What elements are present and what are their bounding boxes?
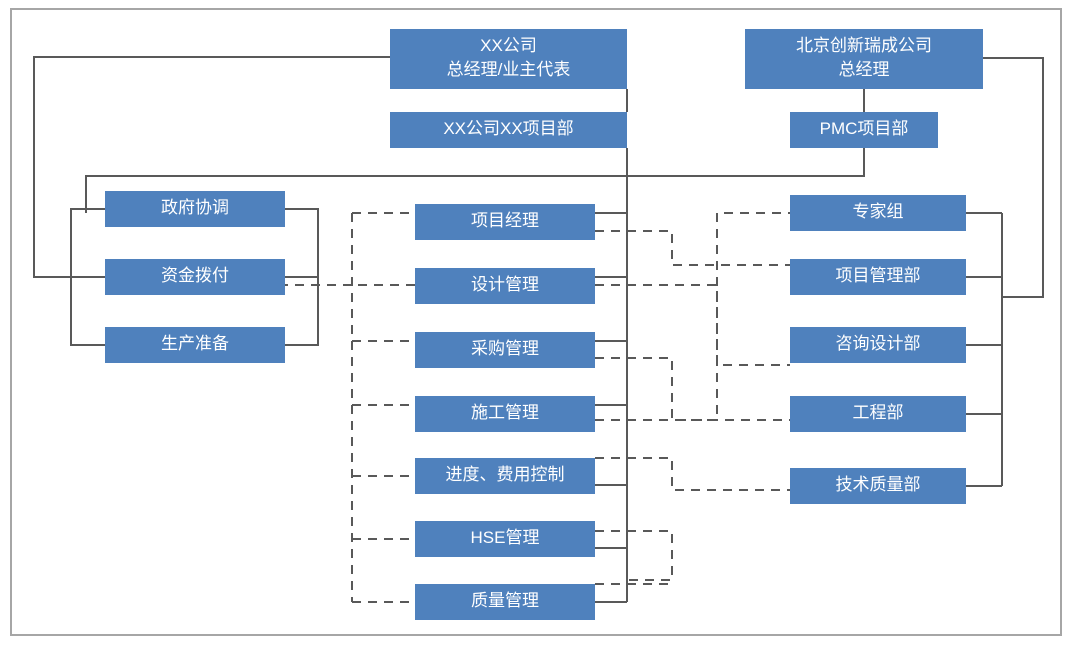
- node-box-tech-quality-dept: [790, 468, 966, 504]
- connector-dashed-11: [595, 357, 790, 421]
- node-label-gov-coordination: 政府协调: [161, 198, 229, 217]
- node-label-owner-project-dept: XX公司XX项目部: [443, 119, 573, 138]
- node-label-pmc-gm: 北京创新瑞成公司总经理: [796, 36, 932, 79]
- node-project-manager[interactable]: 项目经理: [415, 204, 595, 240]
- node-label-tech-quality-dept: 技术质量部: [836, 475, 921, 494]
- node-box-construction-management: [415, 396, 595, 432]
- node-label-line: 工程部: [853, 403, 904, 422]
- node-label-consulting-design-dept: 咨询设计部: [836, 334, 921, 353]
- node-engineering-dept[interactable]: 工程部: [790, 396, 966, 432]
- node-gov-coordination[interactable]: 政府协调: [105, 191, 285, 227]
- node-construction-management[interactable]: 施工管理: [415, 396, 595, 432]
- node-label-line: HSE管理: [471, 528, 540, 547]
- node-box-gov-coordination: [105, 191, 285, 227]
- node-label-line: 北京创新瑞成公司: [796, 36, 932, 55]
- node-label-project-manager: 项目经理: [471, 211, 539, 230]
- node-label-line: XX公司XX项目部: [443, 119, 573, 138]
- node-box-design-management: [415, 268, 595, 304]
- node-procurement-management[interactable]: 采购管理: [415, 332, 595, 368]
- connector-solid-5: [33, 56, 390, 278]
- node-label-line: XX公司: [480, 36, 537, 55]
- node-box-pmc-gm: [745, 29, 983, 89]
- node-label-engineering-dept: 工程部: [853, 403, 904, 422]
- node-box-procurement-management: [415, 332, 595, 368]
- node-label-construction-management: 施工管理: [471, 403, 539, 422]
- node-label-line: 施工管理: [471, 403, 539, 422]
- node-hse-management[interactable]: HSE管理: [415, 521, 595, 557]
- node-label-hse-management: HSE管理: [471, 528, 540, 547]
- node-pmc-gm[interactable]: 北京创新瑞成公司总经理: [745, 29, 983, 89]
- node-label-line: 咨询设计部: [836, 334, 921, 353]
- node-label-pmc-project-dept: PMC项目部: [820, 119, 909, 138]
- connector-solid-4: [983, 57, 1044, 298]
- node-label-project-management-dept: 项目管理部: [836, 266, 921, 285]
- node-label-production-prep: 生产准备: [161, 334, 229, 353]
- node-label-owner-gm: XX公司总经理/业主代表: [447, 36, 571, 79]
- node-box-production-prep: [105, 327, 285, 363]
- node-label-line: 项目经理: [471, 211, 539, 230]
- node-label-expert-group: 专家组: [853, 202, 904, 221]
- connector-dashed-13: [595, 457, 790, 491]
- node-consulting-design-dept[interactable]: 咨询设计部: [790, 327, 966, 363]
- node-box-fund-allocation: [105, 259, 285, 295]
- node-label-quality-management: 质量管理: [471, 591, 539, 610]
- node-owner-gm[interactable]: XX公司总经理/业主代表: [390, 29, 627, 89]
- node-label-line: PMC项目部: [820, 119, 909, 138]
- node-label-line: 总经理: [839, 60, 890, 79]
- node-box-quality-management: [415, 584, 595, 620]
- node-label-line: 生产准备: [161, 334, 229, 353]
- diagram-frame: [10, 8, 1062, 636]
- node-label-procurement-management: 采购管理: [471, 339, 539, 358]
- connector-dashed-12: [595, 212, 790, 421]
- node-label-design-management: 设计管理: [471, 275, 539, 294]
- node-label-schedule-cost-control: 进度、费用控制: [446, 465, 565, 484]
- connector-solid-3: [627, 148, 865, 177]
- node-label-line: 专家组: [853, 202, 904, 221]
- node-box-owner-project-dept: [390, 112, 627, 148]
- node-pmc-project-dept[interactable]: PMC项目部: [790, 112, 938, 148]
- node-box-engineering-dept: [790, 396, 966, 432]
- node-label-line: 进度、费用控制: [446, 465, 565, 484]
- node-group: XX公司总经理/业主代表 XX公司XX项目部 北京创新瑞成公司总经理 PMC项目部政府…: [105, 29, 983, 620]
- node-fund-allocation[interactable]: 资金拨付: [105, 259, 285, 295]
- node-box-project-management-dept: [790, 259, 966, 295]
- connector-dashed-10: [595, 284, 790, 366]
- node-label-line: 质量管理: [471, 591, 539, 610]
- node-box-consulting-design-dept: [790, 327, 966, 363]
- node-box-project-manager: [415, 204, 595, 240]
- node-label-line: 政府协调: [161, 198, 229, 217]
- node-project-management-dept[interactable]: 项目管理部: [790, 259, 966, 295]
- connector-dashed-14: [595, 530, 673, 581]
- node-box-schedule-cost-control: [415, 458, 595, 494]
- node-label-fund-allocation: 资金拨付: [161, 266, 229, 285]
- node-owner-project-dept[interactable]: XX公司XX项目部: [390, 112, 627, 148]
- connector-dashed-9: [595, 230, 790, 266]
- node-tech-quality-dept[interactable]: 技术质量部: [790, 468, 966, 504]
- node-label-line: 资金拨付: [161, 266, 229, 285]
- node-box-pmc-project-dept: [790, 112, 938, 148]
- node-label-line: 采购管理: [471, 339, 539, 358]
- node-schedule-cost-control[interactable]: 进度、费用控制: [415, 458, 595, 494]
- node-production-prep[interactable]: 生产准备: [105, 327, 285, 363]
- connector-solid-1: [85, 148, 628, 213]
- node-expert-group[interactable]: 专家组: [790, 195, 966, 231]
- node-label-line: 设计管理: [471, 275, 539, 294]
- node-box-hse-management: [415, 521, 595, 557]
- dashed-connector-group: [285, 212, 790, 603]
- node-quality-management[interactable]: 质量管理: [415, 584, 595, 620]
- node-design-management[interactable]: 设计管理: [415, 268, 595, 304]
- node-label-line: 总经理/业主代表: [447, 60, 571, 79]
- node-label-line: 项目管理部: [836, 266, 921, 285]
- node-box-owner-gm: [390, 29, 627, 89]
- node-label-line: 技术质量部: [836, 475, 921, 494]
- node-box-expert-group: [790, 195, 966, 231]
